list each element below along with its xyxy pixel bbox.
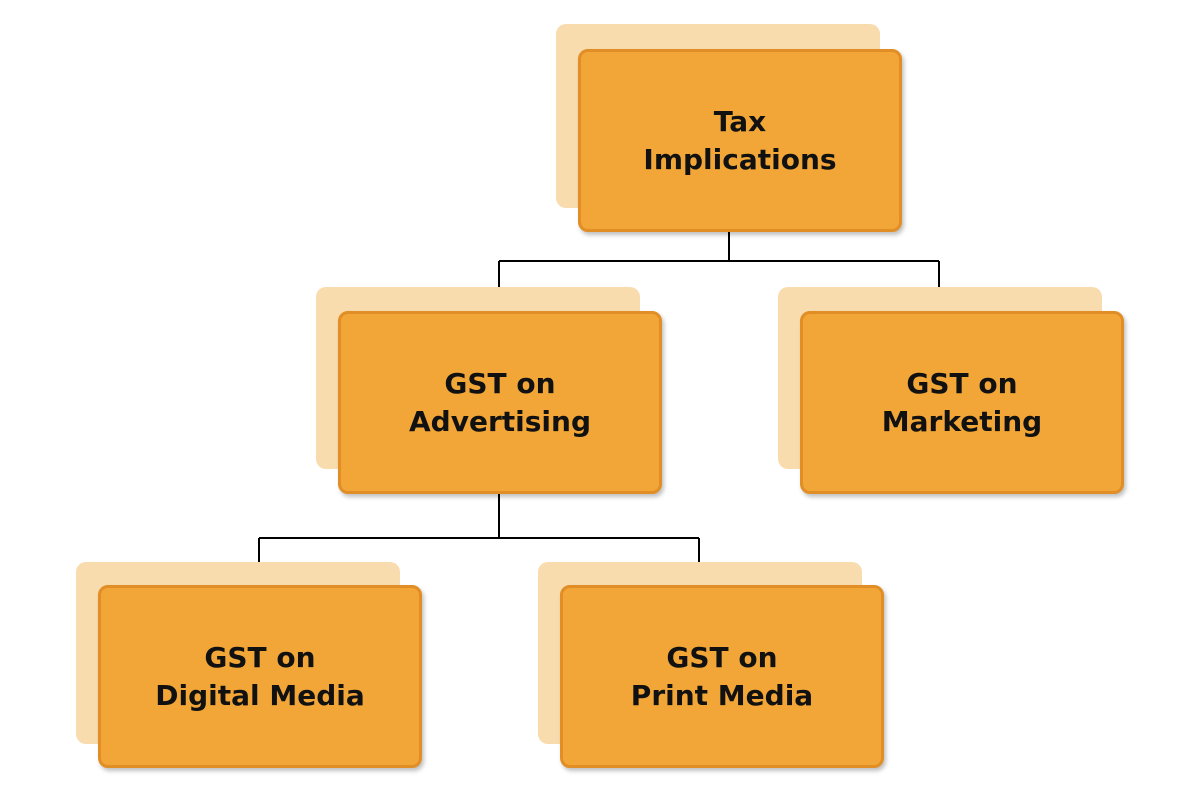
gst-marketing-label: GST on Marketing [882, 365, 1042, 441]
node-label-line: Print Media [630, 678, 814, 712]
gst-print-media-node: GST on Print Media [560, 585, 884, 768]
node-label-line: Advertising [409, 404, 591, 438]
node-label-line: Tax [713, 104, 767, 138]
node-label-line: GST on [666, 640, 778, 674]
node-label-line: GST on [204, 640, 316, 674]
tax-implications-label: Tax Implications [643, 103, 836, 179]
node-label-line: GST on [906, 366, 1018, 400]
gst-digital-media-node: GST on Digital Media [98, 585, 422, 768]
gst-print-media-label: GST on Print Media [631, 639, 813, 715]
node-label-line: Marketing [881, 404, 1043, 438]
gst-marketing-node: GST on Marketing [800, 311, 1124, 494]
gst-advertising-label: GST on Advertising [409, 365, 591, 441]
node-label-line: Digital Media [155, 678, 365, 712]
tax-implications-node: Tax Implications [578, 49, 902, 232]
node-label-line: GST on [444, 366, 556, 400]
node-label-line: Implications [643, 142, 837, 176]
gst-digital-media-label: GST on Digital Media [155, 639, 365, 715]
gst-advertising-node: GST on Advertising [338, 311, 662, 494]
